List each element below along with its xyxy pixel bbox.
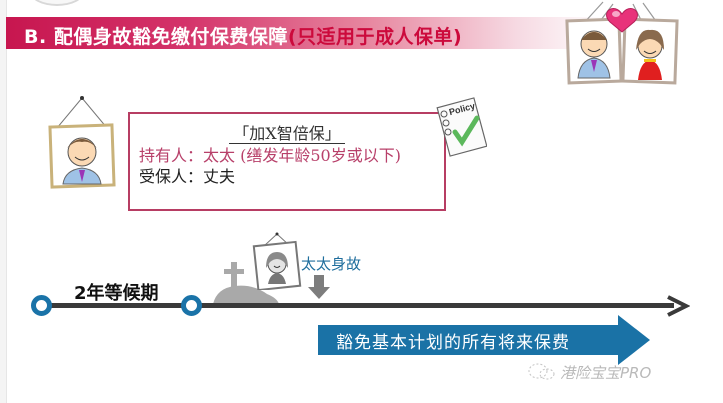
product-name-text: 「加X智倍保」 bbox=[229, 124, 345, 144]
timeline-line bbox=[42, 303, 674, 308]
banner-title-highlight: (只适用于成人保单) bbox=[287, 26, 463, 48]
insured-value: 丈夫 bbox=[203, 167, 236, 186]
watermark-text: 港险宝宝PRO bbox=[560, 364, 652, 382]
banner-title-main: B. 配偶身故豁免缴付保费保障 bbox=[24, 26, 288, 48]
policy-info-box: 「加X智倍保」 持有人：太太 (缮发年龄50岁或以下) 受保人：丈夫 bbox=[128, 112, 446, 211]
policy-holder-line: 持有人：太太 (缮发年龄50岁或以下) bbox=[139, 142, 401, 166]
husband-portrait-icon bbox=[48, 96, 119, 210]
timeline-start-node bbox=[31, 295, 52, 316]
holder-value: 太太 (缮发年龄50岁或以下) bbox=[203, 146, 401, 165]
holder-label: 持有人： bbox=[139, 146, 204, 165]
grave-icon bbox=[213, 260, 283, 308]
product-name: 「加X智倍保」 bbox=[130, 120, 444, 144]
left-edge-rule bbox=[0, 0, 7, 403]
insured-line: 受保人：丈夫 bbox=[139, 163, 235, 187]
section-banner: B. 配偶身故豁免缴付保费保障(只适用于成人保单) bbox=[6, 17, 606, 49]
insured-label: 受保人： bbox=[139, 167, 204, 186]
waiver-arrow bbox=[318, 315, 650, 369]
timeline-waiting-end-node bbox=[181, 295, 202, 316]
couple-portraits-icon bbox=[558, 0, 679, 90]
banner-title: B. 配偶身故豁免缴付保费保障(只适用于成人保单) bbox=[24, 22, 462, 49]
policy-checklist-icon: Policy bbox=[435, 96, 488, 157]
timeline-arrowhead-icon bbox=[664, 294, 691, 322]
waiting-period-label: 2年等候期 bbox=[74, 283, 159, 304]
waiver-text: 豁免基本计划的所有将来保费 bbox=[336, 333, 570, 353]
wechat-icon bbox=[527, 362, 557, 386]
event-label: 太太身故 bbox=[301, 255, 362, 273]
wife-portrait-icon bbox=[252, 232, 302, 294]
down-arrow-icon bbox=[308, 275, 330, 303]
top-decoration bbox=[30, 0, 84, 6]
